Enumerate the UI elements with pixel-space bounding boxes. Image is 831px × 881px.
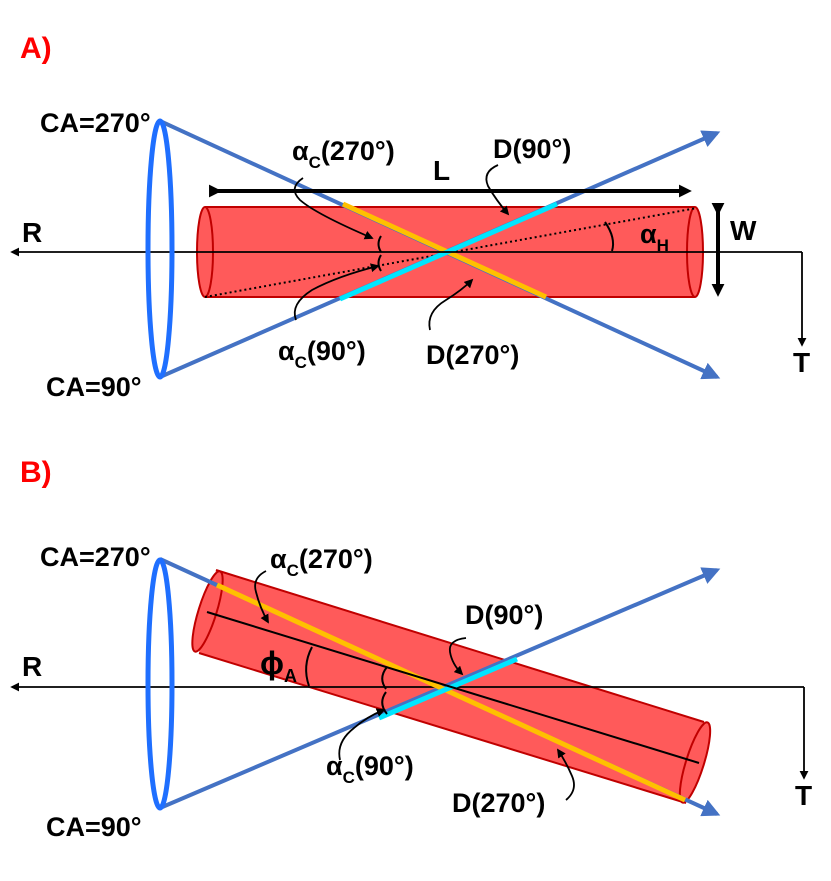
panel-a-label: A) (20, 32, 52, 65)
leader-alpha-c90-b (338, 708, 386, 761)
leader-alpha-c270-a (293, 177, 374, 240)
phi-a-label: ϕA (260, 645, 297, 686)
length-label: L (433, 155, 450, 186)
t-axis-label-a: T (793, 347, 810, 378)
leader-alpha-c270-b (254, 570, 269, 624)
yellow-segment-b (215, 582, 687, 803)
cyan-segment-b (378, 656, 518, 721)
leader-alpha-c90-a (293, 263, 380, 321)
panel-b: B) CA=270° CA=90° α (10, 456, 812, 842)
ca-top-label-b: CA=270° (40, 542, 151, 572)
alpha-c-arcs-a (377, 235, 382, 272)
cylinder-axis-b (206, 611, 700, 764)
alpha-h-label: αH (640, 219, 669, 255)
phi-a-arc (305, 646, 313, 687)
alpha-c270-label-a: αC(270°) (292, 136, 395, 172)
ca-bottom-label-a: CA=90° (46, 372, 142, 402)
detector-ring-b (145, 557, 175, 811)
r-axis-label-b: R (22, 651, 42, 682)
alpha-c270-label-b: αC(270°) (270, 544, 373, 580)
d270-label-a: D(270°) (426, 340, 519, 370)
leader-d90-a (485, 164, 510, 216)
detector-ring-a (145, 118, 175, 380)
panel-b-label: B) (20, 456, 52, 489)
dotted-diagonal-a (204, 207, 698, 298)
d90-label-a: D(90°) (493, 134, 571, 164)
alpha-c90-label-a: αC(90°) (278, 336, 366, 372)
leader-d270-a (428, 278, 474, 331)
d270-label-b: D(270°) (452, 788, 545, 818)
yellow-segment-a (341, 201, 548, 300)
ca-top-label-a: CA=270° (40, 108, 151, 138)
ca-bottom-label-b: CA=90° (46, 812, 142, 842)
alpha-h-arc (604, 221, 615, 252)
leader-d90-b (448, 637, 467, 676)
panel-a: A) CA= (10, 32, 810, 402)
width-label: W (730, 215, 757, 246)
alpha-c90-label-b: αC(90°) (326, 751, 414, 787)
t-axis-label-b: T (795, 780, 812, 811)
leader-d270-b (557, 748, 575, 801)
r-axis-label-a: R (22, 217, 42, 248)
d90-label-b: D(90°) (465, 600, 543, 630)
